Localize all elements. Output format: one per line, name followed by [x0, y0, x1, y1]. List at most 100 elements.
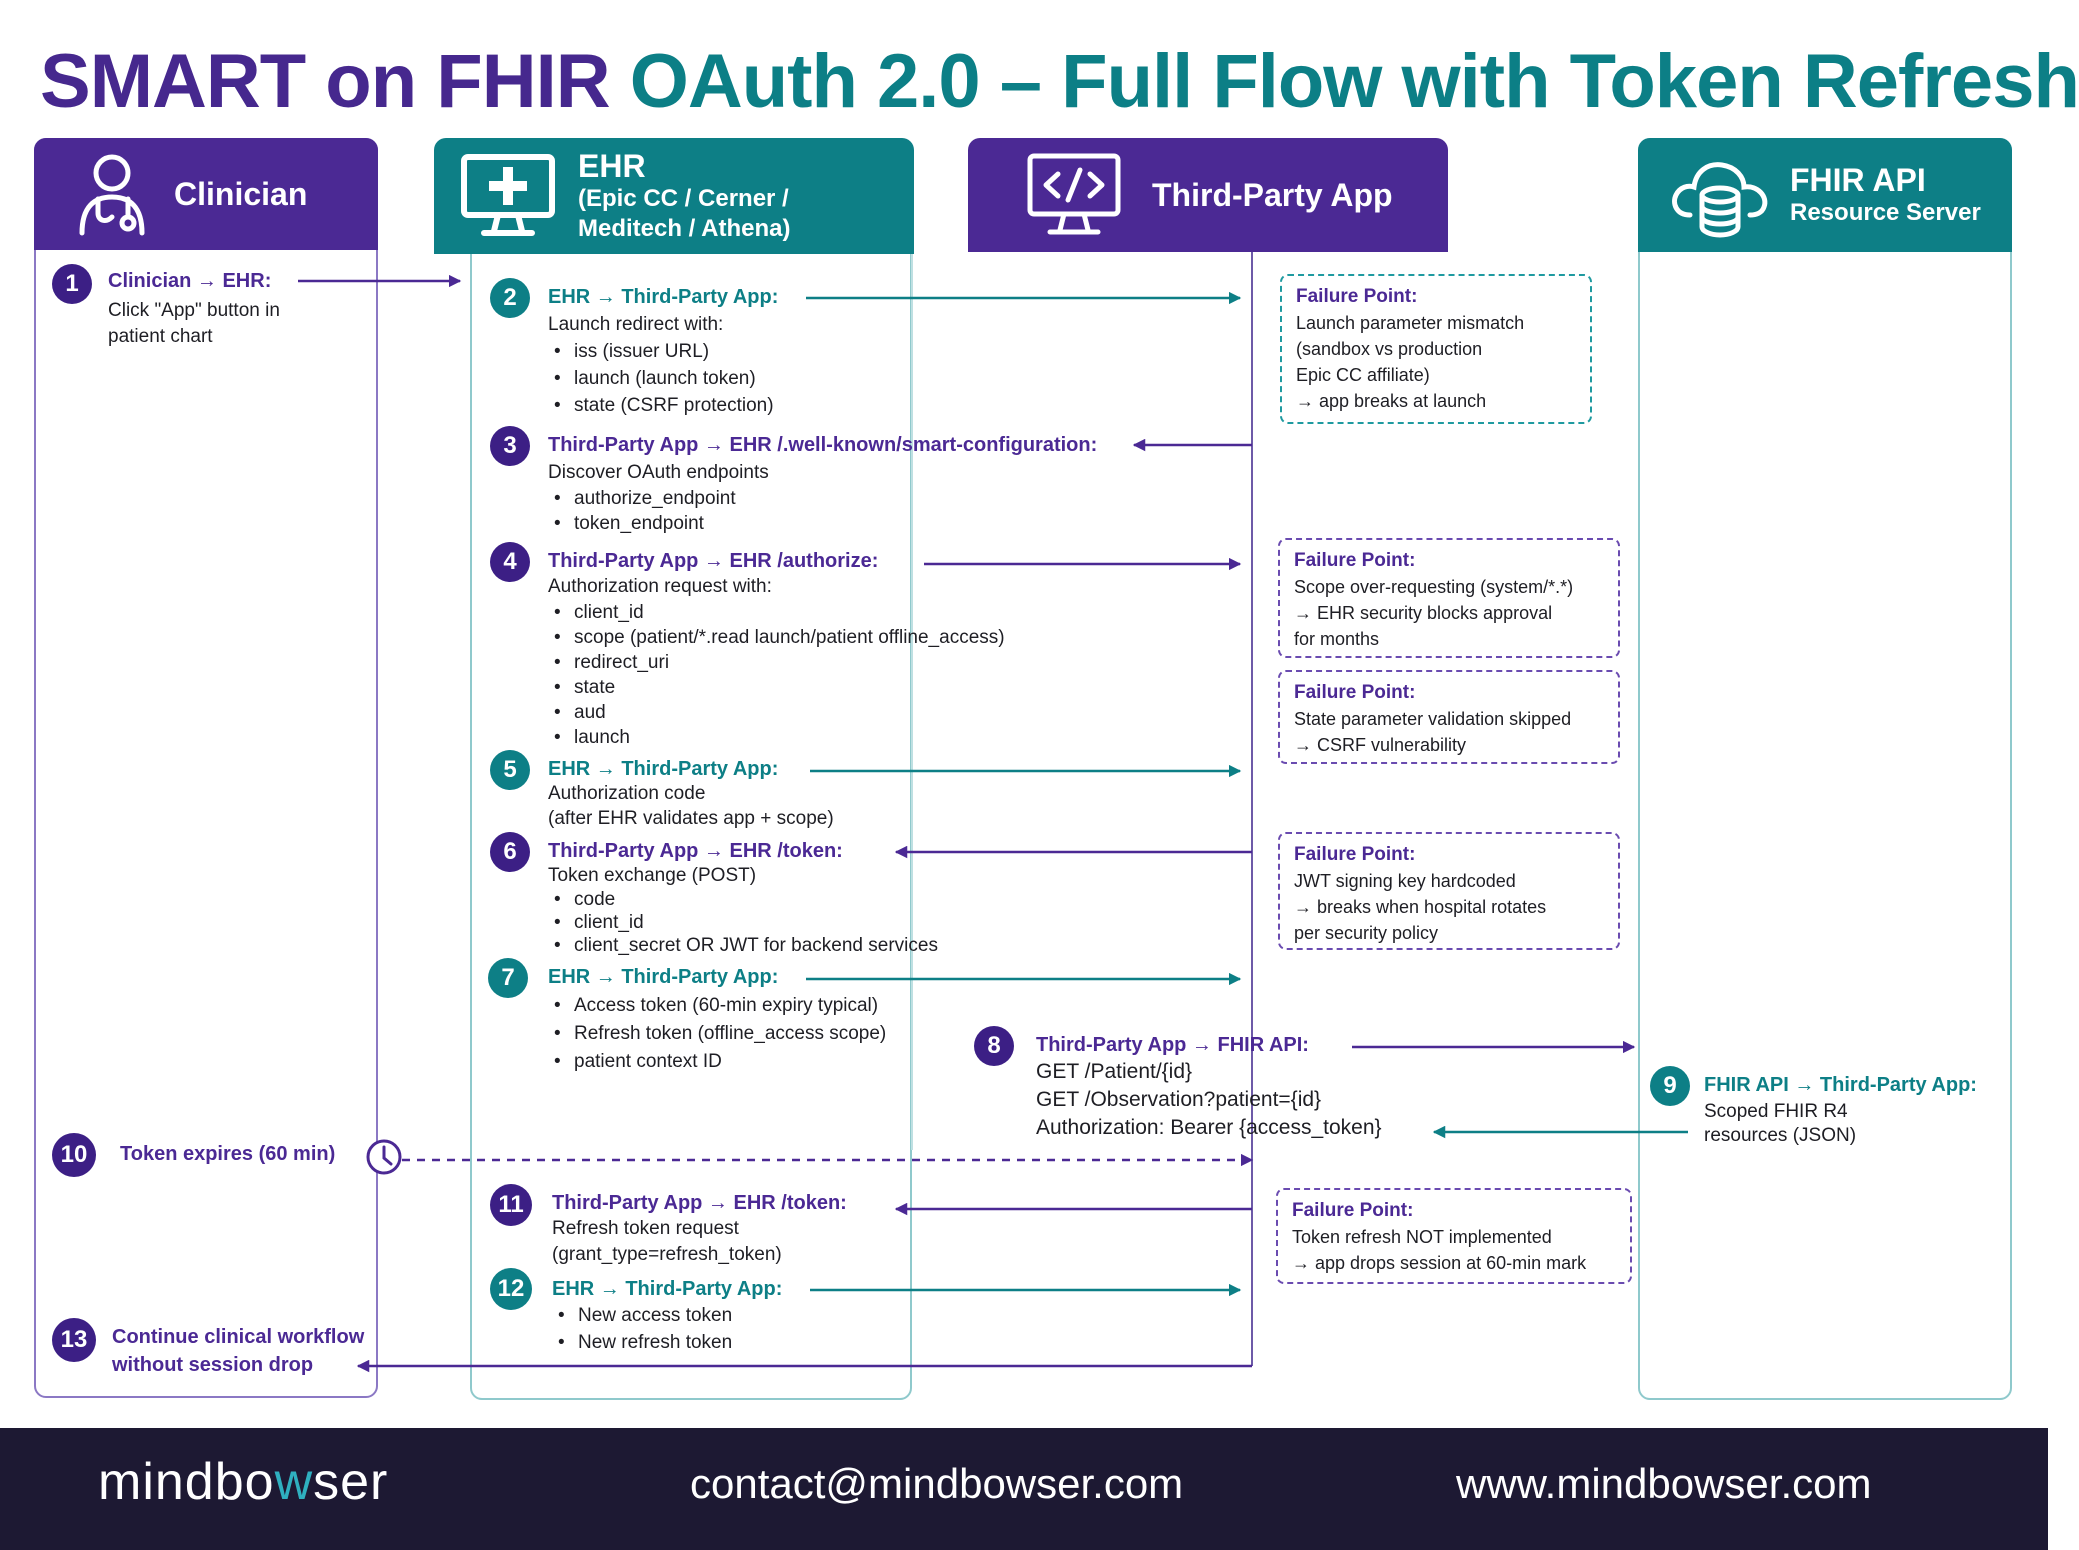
- step-9-badge: 9: [1650, 1066, 1690, 1106]
- header-clinician: Clinician: [34, 138, 378, 250]
- step-3-badge: 3: [490, 426, 530, 466]
- step-7-badge: 7: [488, 958, 528, 998]
- step-8-line-2: GET /Observation?patient={id}: [1036, 1088, 1322, 1111]
- title-part-1: SMART on FHIR: [40, 39, 611, 124]
- failure-point-5: Failure Point: Token refresh NOT impleme…: [1276, 1188, 1632, 1284]
- website-link[interactable]: www.mindbowser.com: [1456, 1460, 1872, 1507]
- failure-point-1-line-3: Epic CC affiliate): [1296, 365, 1430, 385]
- step-7-bullet-3: patient context ID: [548, 1048, 886, 1076]
- brand-accent-letter: w: [274, 1453, 314, 1511]
- failure-point-4: Failure Point: JWT signing key hardcoded…: [1278, 832, 1620, 950]
- step-9-title: FHIR API → Third-Party App:: [1704, 1074, 1977, 1096]
- failure-point-1-line-2: (sandbox vs production: [1296, 339, 1483, 359]
- step-11-badge: 11: [490, 1184, 532, 1226]
- page-title: SMART on FHIR OAuth 2.0 – Full Flow with…: [40, 38, 2079, 125]
- failure-point-2-line-2: → EHR security blocks approval: [1294, 603, 1553, 623]
- step-1-line-2: patient chart: [108, 326, 213, 347]
- brand-part-2: ser: [313, 1453, 389, 1511]
- failure-point-3-title: Failure Point:: [1294, 682, 1416, 703]
- step-11-line-2: (grant_type=refresh_token): [552, 1244, 782, 1265]
- step-9-line-1: Scoped FHIR R4: [1704, 1101, 1848, 1122]
- step-5-title: EHR → Third-Party App:: [548, 758, 779, 780]
- step-6-line-1: Token exchange (POST): [548, 865, 757, 886]
- step-11-title: Third-Party App → EHR /token:: [552, 1192, 847, 1214]
- failure-point-4-line-2: → breaks when hospital rotates: [1294, 897, 1547, 917]
- step-1-badge: 1: [52, 264, 92, 304]
- header-ehr: EHR (Epic CC / Cerner / Meditech / Athen…: [434, 138, 914, 254]
- step-2-bullet-3: state (CSRF protection): [548, 392, 778, 419]
- header-clinician-label: Clinician: [174, 175, 308, 212]
- step-8-line-3: Authorization: Bearer {access_token}: [1036, 1116, 1382, 1139]
- brand-part-1: mindbo: [98, 1453, 275, 1511]
- step-7-bullet-2: Refresh token (offline_access scope): [548, 1020, 886, 1048]
- header-app: Third-Party App: [968, 138, 1448, 252]
- step-12-bullet-2: New refresh token: [552, 1329, 782, 1356]
- step-4-bullet-5: aud: [548, 700, 1005, 725]
- step-1-line-1: Click "App" button in: [108, 300, 280, 321]
- contact-email-link[interactable]: contact@mindbowser.com: [690, 1460, 1184, 1507]
- step-6-badge: 6: [490, 832, 530, 872]
- step-5-line-2: (after EHR validates app + scope): [548, 808, 834, 829]
- step-7-title: EHR → Third-Party App:: [548, 966, 779, 988]
- step-2-bullet-2: launch (launch token): [548, 365, 778, 392]
- header-fhir-label: FHIR API: [1790, 162, 1926, 198]
- step-2-title: EHR → Third-Party App:: [548, 286, 779, 308]
- step-3-title: Third-Party App → EHR /.well-known/smart…: [548, 434, 1098, 456]
- step-11-line-1: Refresh token request: [552, 1218, 739, 1239]
- clinician-icon: [79, 154, 145, 236]
- step-12-badge: 12: [490, 1268, 532, 1310]
- step-3-line-1: Discover OAuth endpoints: [548, 462, 769, 483]
- step-12-bullet-1: New access token: [552, 1302, 782, 1329]
- failure-point-3: Failure Point: State parameter validatio…: [1278, 670, 1620, 764]
- brand-logo: mindbowser: [98, 1452, 388, 1512]
- failure-point-4-line-3: per security policy: [1294, 923, 1439, 943]
- step-2-line-1: Launch redirect with:: [548, 314, 724, 335]
- step-4-bullet-1: client_id: [548, 600, 1005, 625]
- failure-point-3-line-2: → CSRF vulnerability: [1294, 735, 1467, 755]
- failure-point-2: Failure Point: Scope over-requesting (sy…: [1278, 538, 1620, 658]
- step-2-bullet-1: iss (issuer URL): [548, 338, 778, 365]
- step-13-title: Continue clinical workflow: [112, 1326, 365, 1348]
- step-2-badge: 2: [490, 278, 530, 318]
- step-8-title: Third-Party App → FHIR API:: [1036, 1034, 1309, 1056]
- failure-point-1-line-1: Launch parameter mismatch: [1296, 313, 1525, 333]
- step-4-bullet-4: state: [548, 675, 1005, 700]
- step-4-title: Third-Party App → EHR /authorize:: [548, 550, 879, 572]
- step-5-badge: 5: [490, 750, 530, 790]
- step-3-bullet-2: token_endpoint: [548, 511, 1097, 536]
- step-8-badge: 8: [974, 1026, 1014, 1066]
- header-ehr-sub1: (Epic CC / Cerner /: [578, 185, 789, 212]
- cloud-database-icon: [1672, 162, 1768, 238]
- failure-point-1: Failure Point: Launch parameter mismatch…: [1280, 274, 1592, 424]
- step-4-badge: 4: [490, 542, 530, 582]
- header-app-label: Third-Party App: [1152, 176, 1393, 213]
- step-5-line-1: Authorization code: [548, 783, 706, 804]
- step-9-line-2: resources (JSON): [1704, 1125, 1857, 1146]
- step-10-badge: 10: [52, 1133, 96, 1177]
- step-6-title: Third-Party App → EHR /token:: [548, 840, 843, 862]
- step-4-bullet-2: scope (patient/*.read launch/patient off…: [548, 625, 1005, 650]
- step-1-title: Clinician → EHR:: [108, 270, 272, 292]
- failure-point-3-line-1: State parameter validation skipped: [1294, 709, 1572, 729]
- header-ehr-sub2: Meditech / Athena): [578, 215, 791, 242]
- failure-point-5-line-2: → app drops session at 60-min mark: [1292, 1253, 1587, 1273]
- step-4-line-1: Authorization request with:: [548, 576, 772, 597]
- step-4-bullet-3: redirect_uri: [548, 650, 1005, 675]
- step-8-line-1: GET /Patient/{id}: [1036, 1060, 1193, 1083]
- failure-point-1-line-4: → app breaks at launch: [1296, 391, 1487, 411]
- footer: mindbowser contact@mindbowser.com www.mi…: [0, 1428, 2048, 1550]
- step-6-bullet-2: client_id: [548, 911, 938, 934]
- header-ehr-label: EHR: [578, 148, 646, 184]
- step-6-bullet-1: code: [548, 888, 938, 911]
- clock-icon: [366, 1139, 402, 1175]
- step-12-title: EHR → Third-Party App:: [552, 1278, 783, 1300]
- monitor-plus-icon: [461, 154, 555, 236]
- failure-point-2-line-3: for months: [1294, 629, 1380, 649]
- step-10-title: Token expires (60 min): [120, 1143, 336, 1165]
- title-part-2: OAuth 2.0 – Full Flow with Token Refresh: [629, 39, 2079, 124]
- step-3-bullet-1: authorize_endpoint: [548, 486, 1097, 511]
- failure-point-5-title: Failure Point:: [1292, 1200, 1414, 1221]
- failure-point-5-line-1: Token refresh NOT implemented: [1292, 1227, 1552, 1247]
- step-4-bullet-6: launch: [548, 725, 1005, 750]
